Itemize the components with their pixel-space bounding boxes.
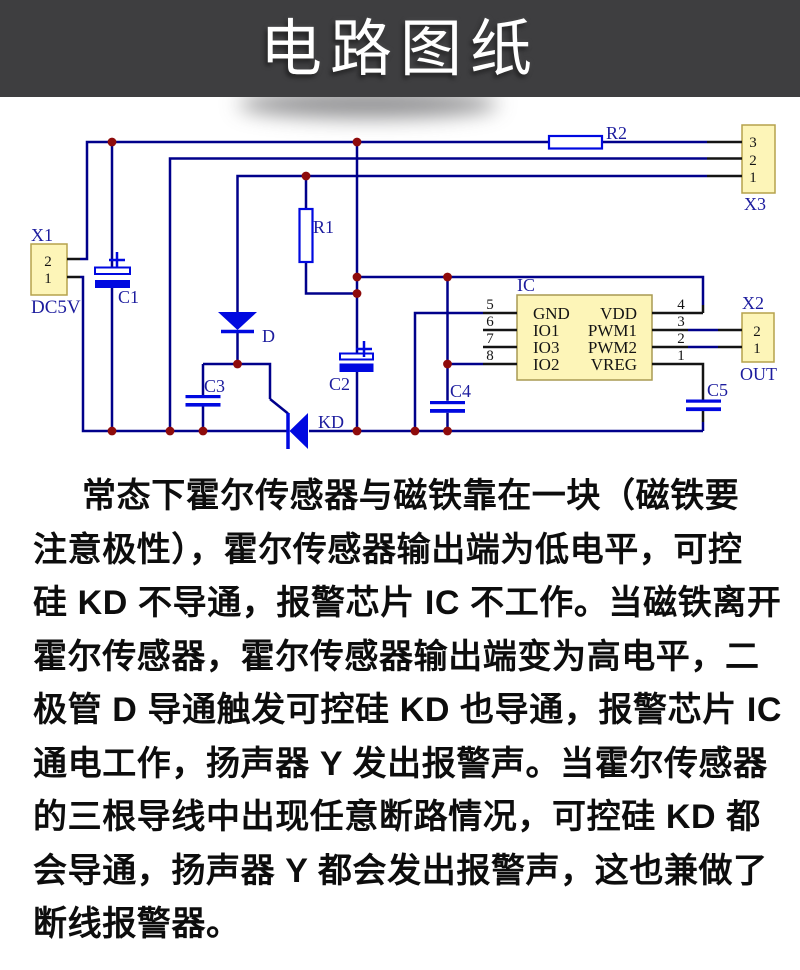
ic-pin-names: GND IO1 IO3 IO2 VDD PWM1 PWM2 VREG <box>533 304 637 374</box>
label-c5: C5 <box>707 380 728 400</box>
wires <box>80 140 718 433</box>
ic-pin-8: 8 <box>486 348 494 364</box>
component-lead-stubs <box>67 140 742 422</box>
label-x2: X2 <box>742 293 764 313</box>
ic-pin-5: 5 <box>486 297 494 313</box>
ic-pin-1: 1 <box>677 348 685 364</box>
x3-pin-1: 1 <box>749 170 757 186</box>
ic-name-vreg: VREG <box>591 355 637 374</box>
ic-box <box>516 294 653 381</box>
description-line: 通电工作，扬声器 Y 发出报警声。当霍尔传感器 <box>33 744 768 783</box>
capacitor-c1 <box>94 252 131 288</box>
x3-pin-3: 3 <box>749 135 757 151</box>
ic-name-io3: IO3 <box>533 338 559 357</box>
ic-name-pwm2: PWM2 <box>588 338 637 357</box>
connector-x3-box <box>741 124 776 194</box>
x2-pin-1: 1 <box>753 341 761 357</box>
resistor-r2 <box>547 134 604 150</box>
label-x1: X1 <box>31 225 53 245</box>
label-kd: KD <box>318 412 344 432</box>
description-line: 的三根导线中出现任意断路情况，可控硅 KD 都 <box>33 798 761 836</box>
ic-name-io1: IO1 <box>533 321 559 340</box>
capacitor-c3 <box>185 395 221 407</box>
resistor-r1 <box>298 207 314 264</box>
ic-pin-2: 2 <box>677 331 685 347</box>
plus-sign <box>356 341 372 357</box>
junction-dots <box>107 137 452 436</box>
description-text: 常态下霍尔传感器与磁铁靠在一块（磁铁要 注意极性），霍尔传感器输出端为低电平，可… <box>0 470 800 952</box>
connector-x1-box <box>30 243 68 296</box>
ic-pin-7: 7 <box>486 331 494 347</box>
plus-sign <box>109 252 125 268</box>
description-line: 会导通，扬声器 Y 都会发出报警声，这也兼做了 <box>33 851 768 890</box>
label-ic: IC <box>517 275 535 295</box>
ic-name-io2: IO2 <box>533 355 559 374</box>
diode-d <box>218 312 257 334</box>
description-line: 霍尔传感器，霍尔传感器输出端变为高电平，二 <box>33 637 760 676</box>
label-c1: C1 <box>118 287 139 307</box>
ic-pin-4: 4 <box>677 297 685 313</box>
ic-name-gnd: GND <box>533 304 570 323</box>
ic-pin-6: 6 <box>486 314 494 330</box>
label-r2: R2 <box>606 123 627 143</box>
connector-x2-box <box>741 312 775 363</box>
components <box>94 134 721 449</box>
capacitor-c4 <box>430 401 465 413</box>
x2-pin-2: 2 <box>753 324 761 340</box>
page-title: 电路图纸 <box>259 16 540 84</box>
schematic-labels: X1 DC5V C1 R1 R2 D C3 C2 KD C4 C5 IC X3 … <box>31 123 777 432</box>
x1-pin-1: 1 <box>44 271 52 287</box>
circuit-schematic: X1 DC5V C1 R1 R2 D C3 C2 KD C4 C5 IC X3 … <box>30 123 777 449</box>
title-banner: 电路图纸 <box>0 0 800 97</box>
description-line: 常态下霍尔传感器与磁铁靠在一块（磁铁要 <box>82 477 740 515</box>
label-c4: C4 <box>450 381 471 401</box>
ic-name-pwm1: PWM1 <box>588 321 637 340</box>
label-dc5v: DC5V <box>31 297 81 318</box>
connector-pin-numbers: 2 1 3 2 1 2 1 <box>44 135 761 357</box>
x3-pin-2: 2 <box>749 153 757 169</box>
label-d: D <box>262 326 275 346</box>
capacitor-c5 <box>686 399 721 412</box>
description-line: 注意极性），霍尔传感器输出端为低电平，可控 <box>33 530 743 569</box>
label-out: OUT <box>740 364 777 384</box>
ic-name-vdd: VDD <box>600 304 637 323</box>
label-x3: X3 <box>744 194 766 214</box>
x1-pin-2: 2 <box>44 254 52 270</box>
description-line: 硅 KD 不导通，报警芯片 IC 不工作。当磁铁离开 <box>33 584 782 622</box>
label-r1: R1 <box>313 217 334 237</box>
thyristor-kd <box>286 413 308 449</box>
ic-pin-3: 3 <box>677 314 685 330</box>
connector-boxes <box>30 124 776 381</box>
capacitor-c2 <box>339 341 374 372</box>
description-line: 极管 D 导通触发可控硅 KD 也导通，报警芯片 IC <box>33 691 783 729</box>
label-c3: C3 <box>204 376 225 396</box>
ic-pin-numbers: 5 6 7 8 4 3 2 1 <box>486 297 685 364</box>
description-line: 断线报警器。 <box>33 905 241 943</box>
label-c2: C2 <box>329 374 350 394</box>
